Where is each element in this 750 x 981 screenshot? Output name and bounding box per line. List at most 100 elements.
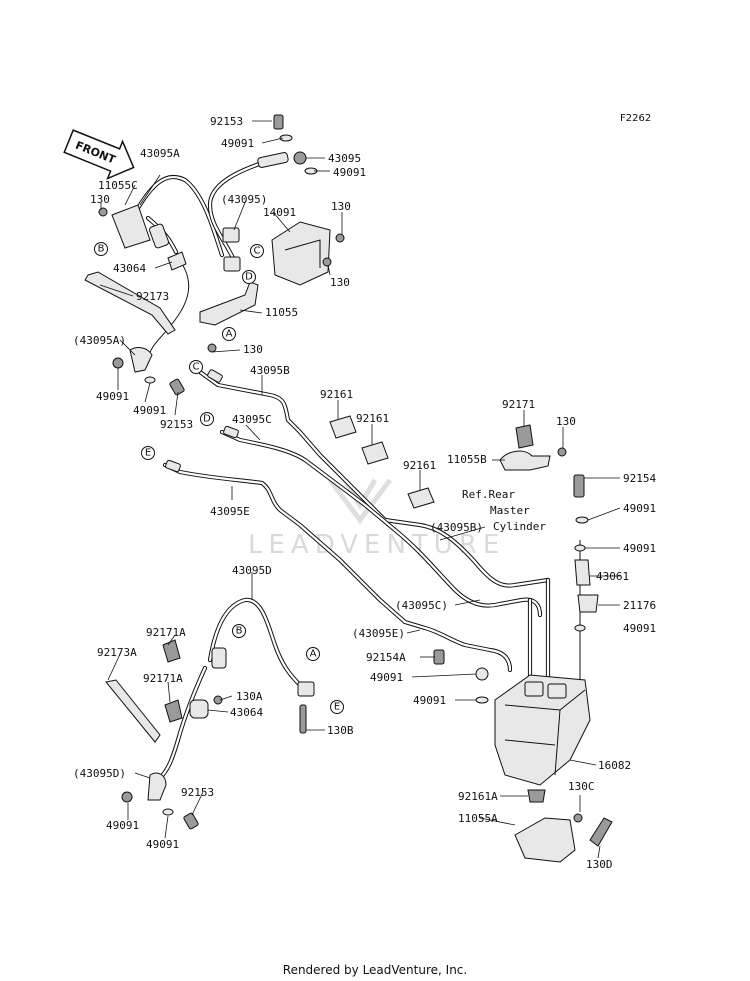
- bolt-92153-top: [273, 114, 284, 130]
- label-43061: 43061: [596, 570, 629, 583]
- label-21176: 21176: [623, 599, 656, 612]
- label-92161: 92161: [403, 459, 436, 472]
- fitting-43061: [574, 559, 591, 586]
- label-130: 130: [556, 415, 576, 428]
- bracket-14091: [271, 221, 331, 286]
- label-130: 130: [331, 200, 351, 213]
- label-43095C-paren: (43095C): [395, 599, 448, 612]
- label-43095B: 43095B: [250, 364, 290, 377]
- circle-markers: B C D A C D E B A E: [94, 242, 344, 714]
- rod-92173: [84, 271, 176, 335]
- label-130D: 130D: [586, 858, 613, 871]
- label-43095C: 43095C: [232, 413, 272, 426]
- marker-c-mid: C: [189, 360, 203, 374]
- label-49091: 49091: [106, 819, 139, 832]
- label-43095D: 43095D: [232, 564, 272, 577]
- label-130: 130: [243, 343, 263, 356]
- label-43095E: 43095E: [210, 505, 250, 518]
- label-43064: 43064: [113, 262, 146, 275]
- label-92154: 92154: [623, 472, 656, 485]
- washer-49091-top: [279, 134, 293, 142]
- label-49091: 49091: [96, 390, 129, 403]
- switch-21176: [577, 594, 599, 613]
- label-49091: 49091: [221, 137, 254, 150]
- marker-b-lower: B: [232, 624, 246, 638]
- grommet-43064-upper: [167, 251, 187, 271]
- front-arrow-icon: FRONT: [63, 129, 135, 180]
- label-92171A: 92171A: [143, 672, 183, 685]
- label-92154A: 92154A: [366, 651, 406, 664]
- label-49091: 49091: [333, 166, 366, 179]
- label-14091: 14091: [263, 206, 296, 219]
- clamp-92171A-b: [164, 699, 183, 723]
- label-16082: 16082: [598, 759, 631, 772]
- bracket-11055B: [499, 450, 551, 471]
- label-49091: 49091: [146, 838, 179, 851]
- label-92171: 92171: [502, 398, 535, 411]
- label-49091: 49091: [133, 404, 166, 417]
- grommet-43064-lower: [189, 699, 209, 719]
- svg-text:B: B: [236, 626, 243, 637]
- svg-text:C: C: [254, 246, 261, 257]
- label-11055C: 11055C: [98, 179, 138, 192]
- label-130C: 130C: [568, 780, 595, 793]
- marker-d-mid: D: [200, 412, 214, 426]
- bracket-11055C: [111, 204, 151, 249]
- clamp-92171A-a: [162, 639, 181, 663]
- ref-line-2: Master: [490, 504, 530, 517]
- marker-b-upper: B: [94, 242, 108, 256]
- svg-text:A: A: [226, 329, 233, 340]
- label-130: 130: [330, 276, 350, 289]
- bracket-11055A: [514, 817, 576, 863]
- clamp-92161-c: [407, 487, 435, 509]
- bolt-130B: [299, 704, 307, 734]
- part-labels: 92153 49091 43095 49091 43095A 11055C 13…: [73, 115, 656, 871]
- footer-credit: Rendered by LeadVenture, Inc.: [282, 963, 468, 977]
- rod-92173A: [105, 679, 161, 743]
- marker-a-lower: A: [306, 647, 320, 661]
- label-43095-paren: (43095): [221, 193, 267, 206]
- parts: [84, 114, 613, 863]
- leader-lines: [99, 120, 621, 859]
- svg-text:D: D: [203, 414, 211, 425]
- label-11055A: 11055A: [458, 812, 498, 825]
- svg-text:C: C: [193, 362, 200, 373]
- svg-text:D: D: [245, 272, 253, 283]
- diagram-code: F2262: [620, 113, 651, 124]
- bracket-11055: [199, 281, 259, 326]
- label-43064: 43064: [230, 706, 263, 719]
- label-92161: 92161: [356, 412, 389, 425]
- label-92153: 92153: [181, 786, 214, 799]
- label-130A: 130A: [236, 690, 263, 703]
- label-92173: 92173: [136, 290, 169, 303]
- label-130B: 130B: [327, 724, 354, 737]
- marker-d-upper: D: [242, 270, 256, 284]
- label-49091: 49091: [370, 671, 403, 684]
- label-92153: 92153: [210, 115, 243, 128]
- label-11055: 11055: [265, 306, 298, 319]
- svg-text:B: B: [98, 244, 105, 255]
- ref-line-1: Ref.Rear: [462, 488, 515, 501]
- marker-c-upper: C: [250, 244, 264, 258]
- label-92161A: 92161A: [458, 790, 498, 803]
- label-92173A: 92173A: [97, 646, 137, 659]
- label-43095A-paren: (43095A): [73, 334, 126, 347]
- marker-e-mid: E: [141, 446, 155, 460]
- clamp-92171: [515, 424, 534, 449]
- clamp-92161-b: [361, 441, 389, 465]
- marker-a-upper: A: [222, 327, 236, 341]
- label-43095D-paren: (43095D): [73, 767, 126, 780]
- abs-module-16082: [494, 674, 591, 786]
- svg-text:E: E: [334, 702, 340, 713]
- svg-text:E: E: [145, 448, 151, 459]
- clamp-92161-a: [329, 415, 357, 439]
- label-43095A: 43095A: [140, 147, 180, 160]
- label-11055B: 11055B: [447, 453, 487, 466]
- label-43095E-paren: (43095E): [352, 627, 405, 640]
- label-130: 130: [90, 193, 110, 206]
- label-49091: 49091: [623, 622, 656, 635]
- label-49091: 49091: [623, 542, 656, 555]
- marker-e-lower: E: [330, 700, 344, 714]
- ref-rear-master-cylinder: Ref.Rear Master Cylinder: [462, 488, 546, 533]
- label-49091: 49091: [413, 694, 446, 707]
